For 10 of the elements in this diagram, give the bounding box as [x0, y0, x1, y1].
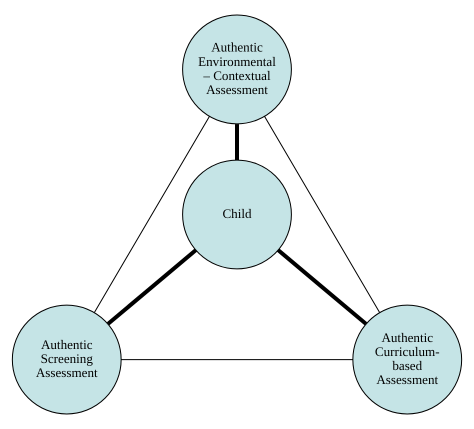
connector — [94, 116, 210, 312]
node-circle: Child — [182, 160, 292, 270]
connector — [106, 248, 198, 326]
node-circle: Authentic Screening Assessment — [12, 304, 122, 414]
connector — [276, 248, 368, 326]
node-circle: Authentic Curriculum-based Assessment — [352, 304, 462, 414]
connector — [121, 359, 353, 360]
node-circle: Authentic Environmental – Contextual Assessment — [182, 14, 292, 124]
connector — [234, 124, 240, 160]
connector — [264, 116, 380, 312]
